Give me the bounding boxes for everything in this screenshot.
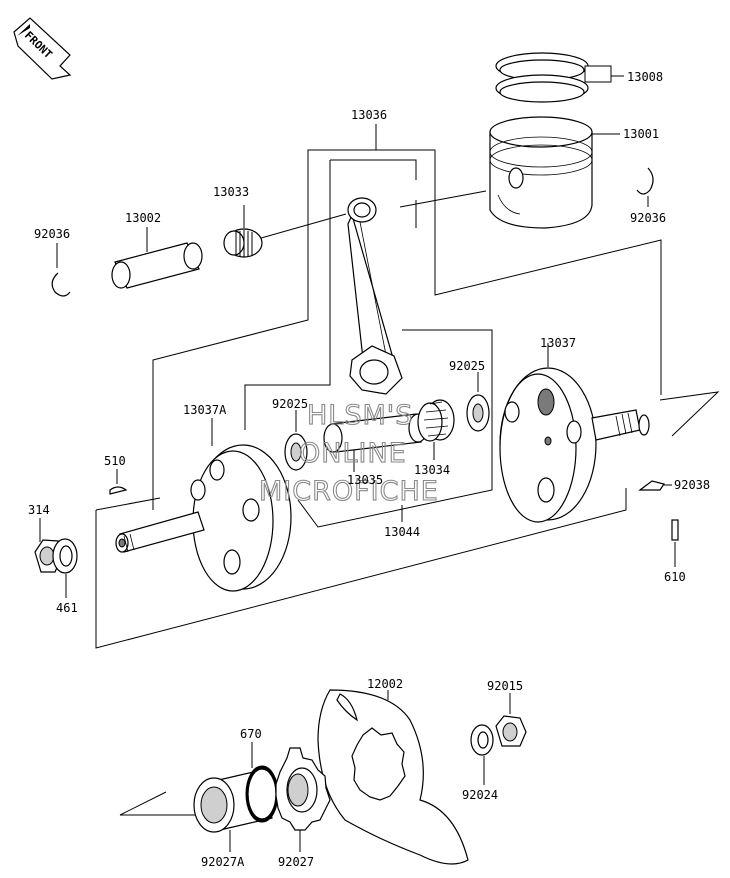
label-461: 461 xyxy=(56,601,78,615)
label-670: 670 xyxy=(240,727,262,741)
big-end-bearing xyxy=(417,399,455,460)
rotor-plate xyxy=(317,689,469,865)
piston xyxy=(489,116,620,229)
circlip-right xyxy=(636,167,654,207)
watermark: HLSM'S ONLINE MICROFICHE xyxy=(258,399,439,507)
sprocket-92027 xyxy=(275,747,331,852)
connecting-rod xyxy=(253,190,487,395)
label-92024: 92024 xyxy=(462,788,498,802)
label-13037A: 13037A xyxy=(183,403,227,417)
label-92038: 92038 xyxy=(674,478,710,492)
label-92025-right: 92025 xyxy=(449,359,485,373)
watermark-line-2: ONLINE xyxy=(299,438,407,469)
label-13037: 13037 xyxy=(540,336,576,350)
label-13033: 13033 xyxy=(213,185,249,199)
label-92027: 92027 xyxy=(278,855,314,869)
collar-92027A xyxy=(119,768,277,852)
label-92036-left: 92036 xyxy=(34,227,70,241)
label-13002: 13002 xyxy=(125,211,161,225)
label-92036-right: 92036 xyxy=(630,211,666,225)
label-314: 314 xyxy=(28,503,50,517)
crank-half-left xyxy=(115,418,292,592)
label-92027A: 92027A xyxy=(201,855,245,869)
label-510: 510 xyxy=(104,454,126,468)
piston-pin xyxy=(111,227,203,289)
watermark-line-3: MICROFICHE xyxy=(259,476,439,507)
thrust-washer-right xyxy=(466,372,490,432)
crank-half-right xyxy=(499,343,650,523)
label-13008: 13008 xyxy=(627,70,663,84)
label-13036: 13036 xyxy=(351,108,387,122)
thrust-washer-left xyxy=(284,410,308,471)
washer-92024 xyxy=(470,724,494,785)
circlip-left xyxy=(51,243,71,297)
small-end-bearing xyxy=(223,205,263,258)
front-arrow-icon: FRONT xyxy=(13,17,72,80)
nut-92015 xyxy=(495,693,527,747)
label-13044: 13044 xyxy=(384,525,420,539)
dowel-pin-610 xyxy=(671,519,679,567)
label-12002: 12002 xyxy=(367,677,403,691)
piston-rings xyxy=(495,52,624,103)
label-13001: 13001 xyxy=(623,127,659,141)
label-92025-left: 92025 xyxy=(272,397,308,411)
label-92015: 92015 xyxy=(487,679,523,693)
label-13034: 13034 xyxy=(414,463,450,477)
woodruff-key-92038 xyxy=(638,480,672,491)
assembly-frames xyxy=(95,145,720,649)
part-labels: 13008 13001 13036 13033 13002 92036 9203… xyxy=(28,70,710,869)
woodruff-key-510 xyxy=(109,469,128,495)
label-610: 610 xyxy=(664,570,686,584)
label-13035: 13035 xyxy=(347,473,383,487)
watermark-line-1: HLSM'S xyxy=(307,400,413,431)
washer-461 xyxy=(52,538,78,598)
